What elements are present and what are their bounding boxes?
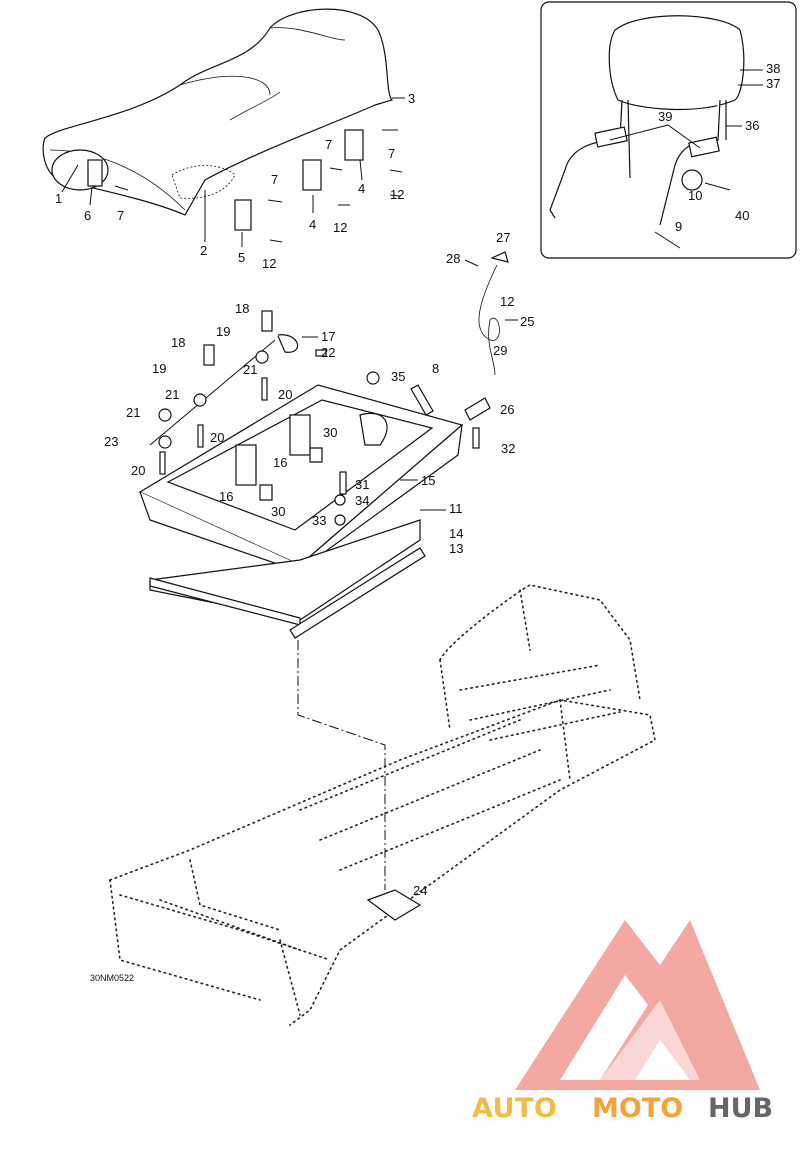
storage-box [138, 310, 491, 639]
svg-text:4: 4 [309, 217, 316, 232]
svg-text:18: 18 [235, 301, 249, 316]
svg-text:20: 20 [210, 430, 224, 445]
svg-text:12: 12 [500, 294, 514, 309]
box-callouts: 18 18 19 19 17 22 21 21 21 20 20 20 23 3… [104, 301, 515, 556]
watermark-hub: HUB [708, 1093, 773, 1124]
svg-text:34: 34 [355, 493, 369, 508]
svg-text:36: 36 [745, 118, 759, 133]
svg-text:27: 27 [496, 230, 510, 245]
svg-text:39: 39 [658, 109, 672, 124]
svg-text:23: 23 [104, 434, 118, 449]
svg-text:20: 20 [131, 463, 145, 478]
svg-text:15: 15 [421, 473, 435, 488]
watermark-auto: AUTO [472, 1093, 557, 1124]
svg-text:9: 9 [675, 219, 682, 234]
svg-text:21: 21 [243, 362, 257, 377]
chassis-frame: 24 30NM0522 [90, 584, 656, 1026]
backrest-inset: 38 37 36 39 10 40 9 [540, 1, 797, 259]
svg-text:30: 30 [323, 425, 337, 440]
seat-assembly [42, 8, 403, 243]
svg-text:2: 2 [200, 243, 207, 258]
svg-text:7: 7 [117, 208, 124, 223]
svg-text:38: 38 [766, 61, 780, 76]
watermark-logo [515, 920, 760, 1090]
watermark-text: AUTO MOTO HUB [472, 1093, 773, 1124]
svg-text:5: 5 [238, 250, 245, 265]
svg-text:3: 3 [408, 91, 415, 106]
figure-code: 30NM0522 [90, 973, 134, 983]
svg-text:28: 28 [446, 251, 460, 266]
svg-text:40: 40 [735, 208, 749, 223]
svg-text:19: 19 [152, 361, 166, 376]
svg-text:37: 37 [766, 76, 780, 91]
svg-text:22: 22 [321, 345, 335, 360]
svg-text:7: 7 [388, 146, 395, 161]
seat-callouts: 1 2 3 4 4 5 6 7 7 7 7 12 12 12 [55, 91, 415, 271]
svg-text:10: 10 [688, 188, 702, 203]
tether-cable: 27 28 12 25 29 [446, 230, 534, 376]
svg-text:30: 30 [271, 504, 285, 519]
svg-text:8: 8 [432, 361, 439, 376]
svg-text:18: 18 [171, 335, 185, 350]
svg-text:14: 14 [449, 526, 463, 541]
svg-text:7: 7 [325, 137, 332, 152]
svg-text:13: 13 [449, 541, 463, 556]
svg-text:24: 24 [413, 883, 427, 898]
svg-text:19: 19 [216, 324, 230, 339]
svg-text:29: 29 [493, 343, 507, 358]
svg-text:31: 31 [355, 477, 369, 492]
svg-text:6: 6 [84, 208, 91, 223]
svg-text:21: 21 [126, 405, 140, 420]
svg-text:26: 26 [500, 402, 514, 417]
svg-text:33: 33 [312, 513, 326, 528]
svg-text:11: 11 [449, 501, 463, 516]
svg-text:16: 16 [273, 455, 287, 470]
svg-text:12: 12 [262, 256, 276, 271]
svg-text:20: 20 [278, 387, 292, 402]
svg-text:1: 1 [55, 191, 62, 206]
svg-text:7: 7 [271, 172, 278, 187]
svg-text:25: 25 [520, 314, 534, 329]
svg-text:21: 21 [165, 387, 179, 402]
watermark-moto: MOTO [592, 1093, 683, 1124]
svg-text:32: 32 [501, 441, 515, 456]
svg-text:17: 17 [321, 329, 335, 344]
svg-text:35: 35 [391, 369, 405, 384]
svg-text:12: 12 [333, 220, 347, 235]
svg-text:16: 16 [219, 489, 233, 504]
svg-text:4: 4 [358, 181, 365, 196]
alignment-lines [297, 640, 386, 890]
svg-text:12: 12 [390, 187, 404, 202]
